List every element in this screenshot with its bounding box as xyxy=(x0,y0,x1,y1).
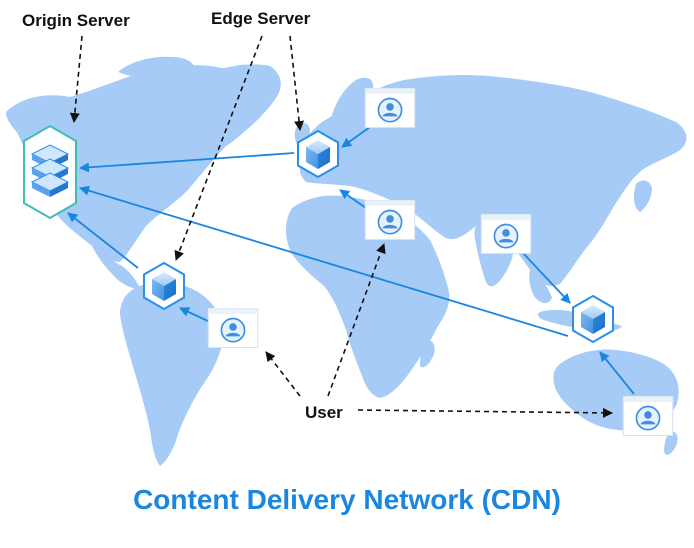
arrow-user-australia-to-asia-edge xyxy=(599,351,635,395)
japan-shape xyxy=(633,180,652,212)
diagram-title: Content Delivery Network (CDN) xyxy=(133,484,561,515)
central-america-shape xyxy=(92,246,140,289)
cube-icon xyxy=(572,295,614,343)
cube-icon xyxy=(143,262,185,310)
origin-server-label: Origin Server xyxy=(22,11,130,30)
edge-server-label: Edge Server xyxy=(211,9,311,28)
dash-user-label-sa xyxy=(265,351,301,397)
annotation-arrows xyxy=(69,35,613,418)
arrow-user-india-to-asia-edge xyxy=(521,251,571,304)
dash-edge-label-sa xyxy=(174,35,263,261)
arrow-user-ne-to-europe-edge xyxy=(341,126,371,148)
arrow-asia-edge-to-origin xyxy=(79,185,569,337)
user-window-icon xyxy=(207,308,259,348)
madagascar-shape xyxy=(420,340,435,368)
dash-edge-label-europe xyxy=(289,35,305,131)
arrow-user-sa-to-sa-edge xyxy=(179,307,211,323)
scandinavia-shape xyxy=(330,77,374,129)
africa-shape xyxy=(286,195,450,398)
user-window-icon xyxy=(622,396,674,436)
arrow-user-africa-to-europe-edge xyxy=(339,189,367,209)
arrow-europe-edge-to-origin xyxy=(79,152,295,173)
arrow-sa-edge-to-origin xyxy=(67,212,139,269)
new-zealand-shape xyxy=(664,431,678,455)
user-window-icon xyxy=(364,88,416,128)
south-america-shape xyxy=(120,281,224,466)
user-window-icon xyxy=(480,214,532,254)
southeast-asia-shape xyxy=(529,270,552,304)
arctic-islands-shape xyxy=(118,56,195,80)
user-label: User xyxy=(305,403,343,422)
cube-icon xyxy=(297,130,339,178)
data-flow-arrows xyxy=(67,126,635,395)
user-window-icon xyxy=(364,200,416,240)
world-map xyxy=(6,56,687,466)
greenland-shape xyxy=(204,64,281,135)
dash-user-label-australia xyxy=(357,407,613,418)
server-stack-icon xyxy=(23,124,77,220)
